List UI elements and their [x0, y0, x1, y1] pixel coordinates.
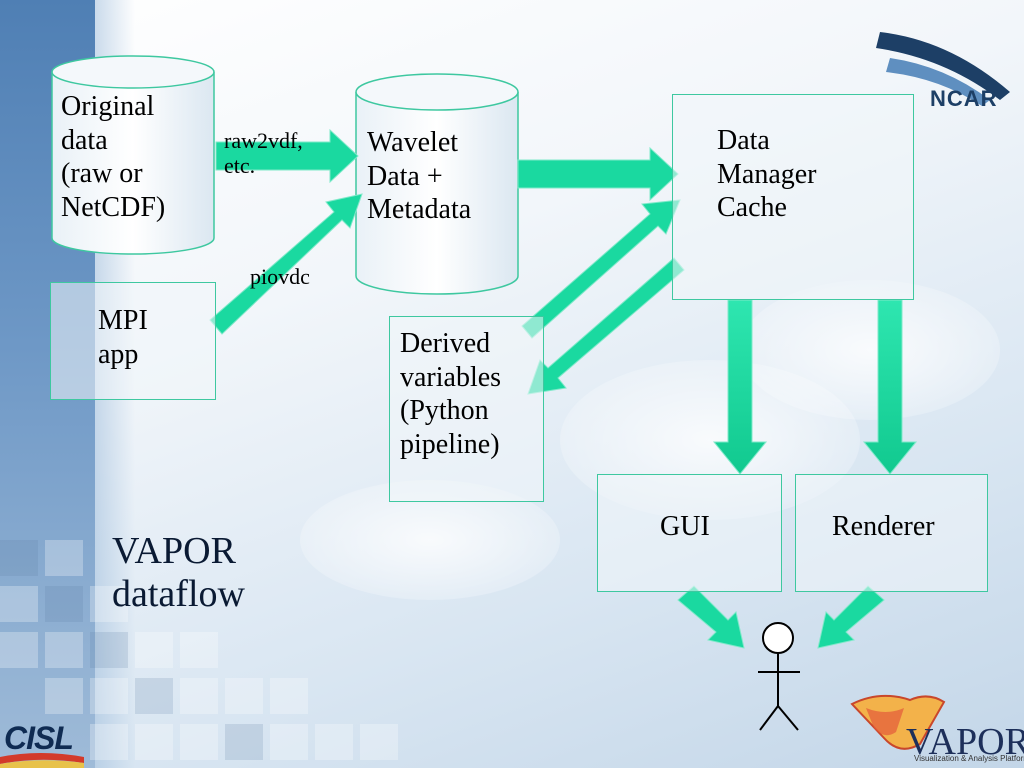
cisl-logo-text: CISL — [4, 720, 74, 756]
ncar-logo-swoosh — [876, 32, 1010, 106]
piovdc-edge-label: piovdc — [250, 264, 310, 289]
gui-label: GUI — [660, 511, 710, 542]
arrow-wavelet-to-manager — [517, 146, 679, 202]
arrow-renderer-to-user — [817, 585, 885, 649]
arrow-manager-to-derived — [527, 257, 685, 395]
slide-title: VAPOR dataflow — [112, 530, 245, 615]
background-cloud — [740, 280, 1000, 420]
original-data-cylinder — [51, 55, 215, 255]
renderer-box — [795, 474, 988, 592]
user-stick-figure — [758, 622, 800, 731]
raw2vdf-edge-label: raw2vdf, etc. — [224, 128, 303, 179]
ncar-logo-text: NCAR — [930, 86, 998, 111]
wavelet-data-cylinder — [355, 73, 519, 295]
derived-variables-label: Derived variables (Python pipeline) — [400, 328, 502, 460]
renderer-label: Renderer — [832, 511, 935, 542]
arrow-manager-to-gui — [712, 299, 768, 475]
wavelet-data-label: Wavelet Data + Metadata — [367, 127, 472, 226]
arrow-derived-to-manager — [521, 199, 681, 339]
arrow-gui-to-user — [677, 585, 745, 649]
vapor-logo-text: VAPOR — [906, 721, 1024, 763]
arrow-manager-to-renderer — [862, 299, 918, 475]
gui-box — [597, 474, 782, 592]
vapor-logo-tagline: Visualization & Analysis Platform — [914, 754, 1024, 763]
mpi-app-box — [50, 282, 216, 400]
original-data-label: Original data (raw or NetCDF) — [61, 91, 166, 223]
cisl-logo-swoosh — [0, 753, 84, 768]
arrow-original-to-wavelet — [215, 128, 359, 184]
arrow-mpi-to-wavelet — [209, 193, 363, 335]
vapor-logo-mark — [850, 694, 946, 750]
background-tiles — [0, 530, 430, 768]
derived-variables-box — [389, 316, 544, 502]
data-manager-box — [672, 94, 914, 300]
mpi-app-label: MPI app — [98, 305, 148, 370]
data-manager-label: Data Manager Cache — [717, 125, 817, 224]
